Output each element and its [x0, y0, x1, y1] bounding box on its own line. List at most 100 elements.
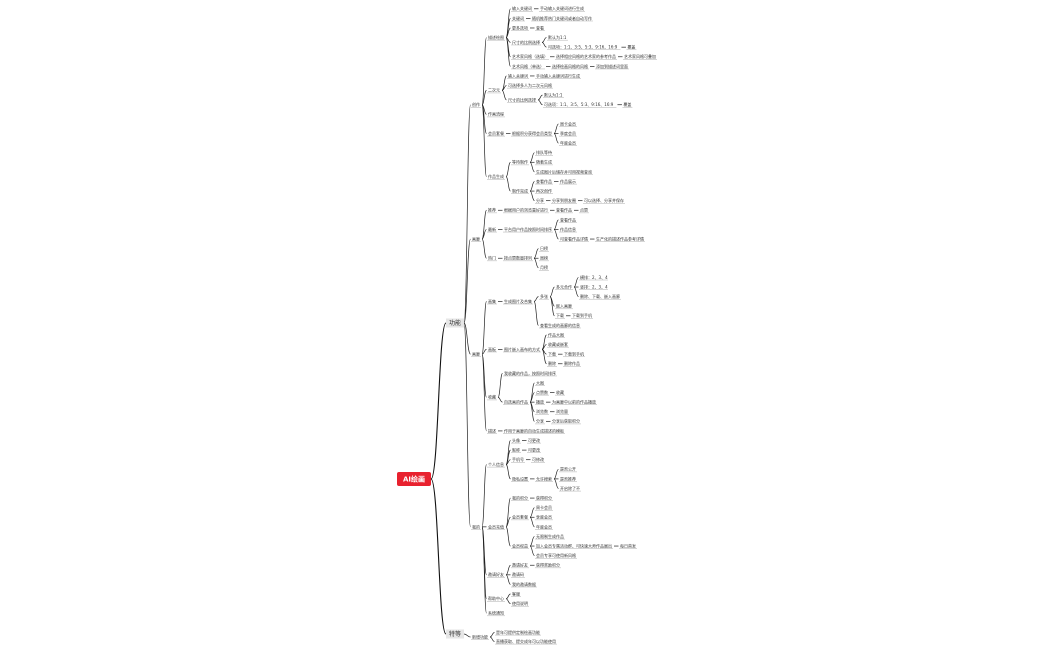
node-label: 是否公开: [560, 466, 576, 472]
connector: [529, 161, 535, 173]
connector: [505, 464, 511, 480]
connector: [505, 598, 511, 604]
node-label: 收藏或嵌套: [548, 341, 568, 347]
branch-node: [446, 318, 464, 328]
node-label: 允许搜索: [536, 475, 552, 481]
node-label: 输入关键词: [512, 5, 532, 11]
node-label: 周榜: [540, 255, 548, 261]
node-label: 根据用户的浏览喜好进行: [504, 207, 548, 213]
connector: [505, 564, 511, 576]
connector: [463, 238, 471, 324]
node-label: 是年可提供定制绘画功能: [496, 629, 540, 635]
mind-map-nodes: AI绘画功能创作描述绘图输入关键词手动输入关键词进行生成关键词随机推荐热门关键词…: [397, 5, 657, 645]
connector: [430, 322, 447, 480]
node-label: 大图: [536, 379, 544, 385]
node-label: 使用说明: [512, 600, 528, 606]
node-label: 画集: [488, 298, 496, 304]
connector: [529, 516, 535, 528]
node-label: 作画流程: [488, 111, 504, 117]
connector: [533, 257, 539, 269]
node-label: 尺寸的比例选择: [512, 39, 540, 45]
connector: [505, 440, 511, 465]
node-label: 年度会员: [560, 140, 576, 146]
node-label: 邀请好友: [512, 562, 528, 568]
node-label: 再次创作: [536, 187, 552, 193]
node-label: 制作完成: [512, 187, 528, 193]
connector: [533, 301, 539, 326]
connector: [553, 123, 559, 134]
node-label: 直播获取、提交成年可以功能使用: [496, 638, 556, 644]
node-label: 画廊: [472, 235, 480, 241]
connector: [549, 296, 555, 317]
connector: [529, 152, 535, 163]
node-label: 按点赞数量排列: [504, 255, 532, 261]
node-label: 下载: [548, 351, 556, 357]
root-label: AI绘画: [403, 475, 425, 484]
mind-map-connectors: [430, 8, 626, 642]
node-label: 点赞数: [536, 389, 548, 395]
node-label: 可选择多人为二次元风格: [508, 82, 552, 88]
node-label: 艺术风格（单选）: [512, 63, 544, 69]
node-label: 多张: [540, 293, 548, 299]
node-label: 生成图片及合集: [504, 298, 532, 304]
connector: [430, 478, 447, 635]
node-label: 等待制作: [512, 159, 528, 165]
connector: [505, 574, 511, 585]
connector: [553, 133, 559, 144]
connector: [489, 632, 495, 638]
node-label: 二次元: [488, 87, 500, 93]
node-label: 随机推荐热门关键词或者自动写作: [532, 15, 592, 21]
connector: [573, 277, 579, 288]
connector: [497, 396, 503, 403]
node-label: 描述: [488, 427, 496, 433]
connector: [481, 104, 487, 178]
node-label: 获得积分: [536, 494, 552, 500]
node-label: 删除: [548, 360, 556, 366]
node-label: 浏览数: [536, 408, 548, 414]
node-label: 可更改: [528, 437, 540, 443]
node-label: 嵌入画廊: [556, 303, 572, 309]
connector: [553, 229, 559, 240]
connector: [505, 526, 511, 547]
connector: [553, 219, 559, 230]
branch-label: 功能: [449, 319, 461, 327]
node-label: 会员套餐: [488, 130, 504, 136]
connector: [549, 286, 555, 297]
connector: [529, 545, 535, 556]
node-label: 可以选择、分享并保存: [584, 197, 624, 203]
connector: [505, 161, 511, 178]
node-label: 查看: [536, 24, 544, 30]
node-label: 邀请码: [512, 571, 524, 577]
node-label: 查看作品: [536, 178, 552, 184]
node-label: 收藏: [488, 394, 496, 400]
connector: [529, 401, 535, 422]
connector: [537, 94, 543, 101]
node-label: 播放: [536, 399, 544, 405]
node-label: 图片嵌入画布的方式: [504, 346, 540, 352]
node-label: 周卡会员: [536, 504, 552, 510]
node-label: 季度会员: [560, 130, 576, 136]
node-label: 开启除了不: [560, 485, 580, 491]
node-label: 排队等待: [536, 149, 552, 155]
node-label: 年度会员: [536, 523, 552, 529]
connector: [481, 37, 487, 106]
connector: [463, 633, 471, 638]
node-label: 会员套餐: [512, 514, 528, 520]
node-label: 默认为1:1: [544, 92, 563, 98]
connector: [541, 349, 547, 365]
connector: [463, 322, 471, 355]
node-label: 画廊: [472, 351, 480, 357]
node-label: 尺寸的比例选择: [508, 96, 536, 102]
node-label: 收藏: [556, 389, 564, 395]
node-label: 根据积分获得会员类型: [512, 130, 552, 136]
node-label: 描述绘图: [488, 34, 504, 40]
node-label: 覆盖: [623, 101, 631, 107]
node-label: 更多选项: [512, 24, 528, 30]
node-label: 可选项：1:1、3:5、5:3、9:16、16:9: [544, 101, 614, 107]
node-label: 随着生成: [536, 159, 552, 165]
node-label: 热门: [488, 255, 496, 261]
connector: [481, 353, 487, 432]
node-label: 自选画的作品: [504, 399, 528, 405]
node-label: 获得奖励积分: [536, 562, 560, 568]
